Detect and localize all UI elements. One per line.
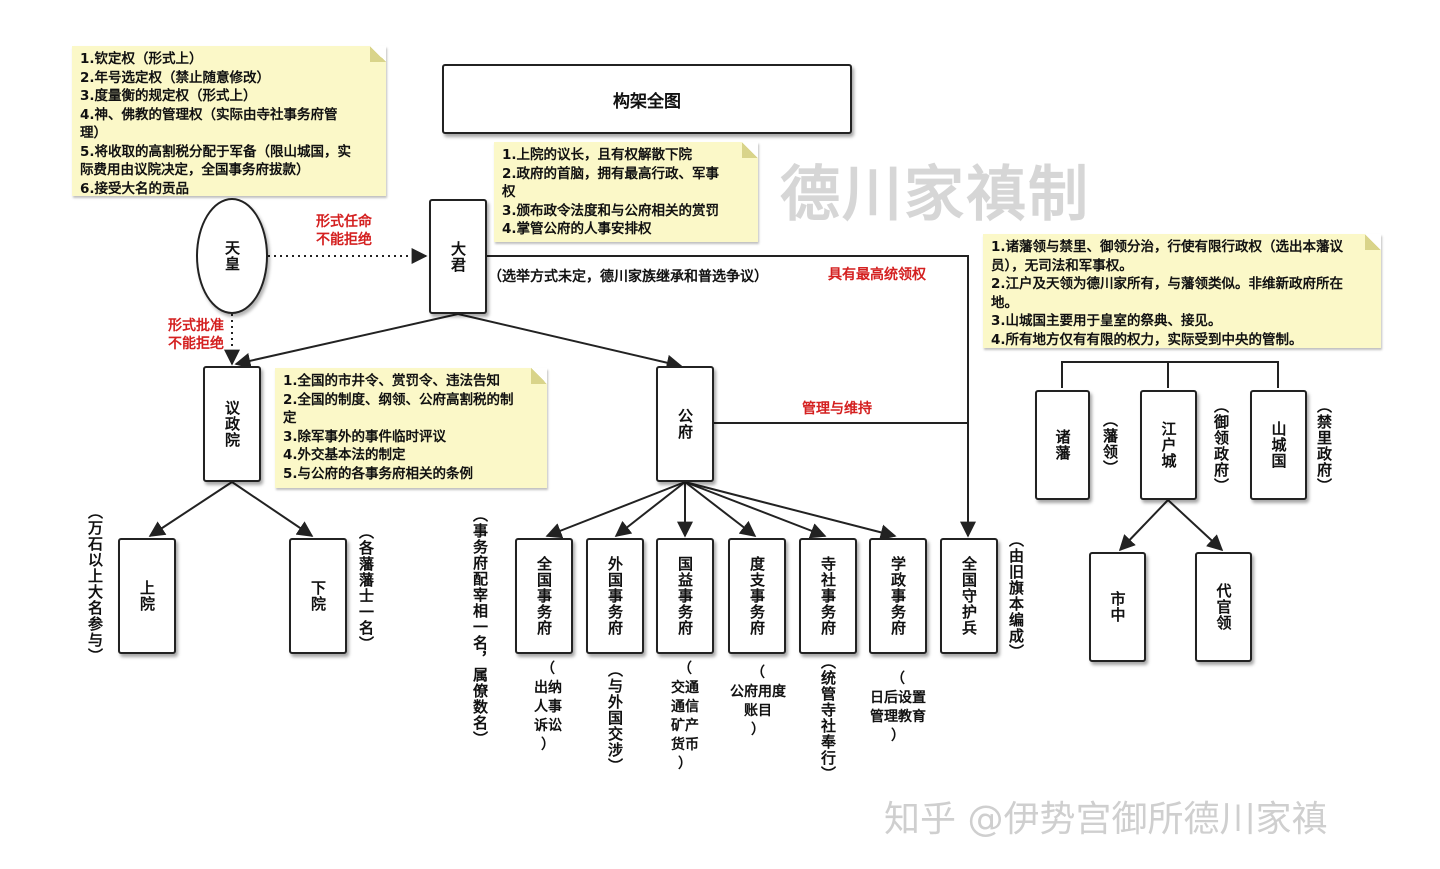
watermark-title: 德川家禛制 bbox=[780, 160, 1090, 230]
edge-taikun-kofu bbox=[457, 313, 683, 371]
node-kain: 下院 bbox=[289, 538, 347, 654]
note-shugohei: （由旧旗本编成） bbox=[1007, 532, 1025, 660]
node-gaikoku-jimu: 外国事务府 bbox=[586, 538, 644, 654]
node-kokueki-jimu: 国益事务府 bbox=[656, 538, 714, 654]
label-tenno-giseiin: 形式批准不能拒绝 bbox=[168, 318, 224, 352]
note-edojo: （御领政府） bbox=[1212, 398, 1230, 494]
note-gakusei: （日后设置管理教育） bbox=[870, 671, 926, 744]
edge-taikun-shugohei bbox=[486, 255, 976, 538]
note-yamashiro: （禁里政府） bbox=[1315, 398, 1333, 494]
edge-edojo-daikan bbox=[1167, 499, 1224, 552]
note-jisha: （统管寺社奉行） bbox=[819, 654, 837, 782]
node-shichu: 市中 bbox=[1089, 552, 1146, 662]
note-zenkoku: （出纳人事诉讼） bbox=[534, 661, 562, 753]
edge-edojo-shichu bbox=[1118, 499, 1169, 552]
edge-local-bracket bbox=[1061, 361, 1279, 388]
note-jimu: （事务府配宰相一名，属僚数名） bbox=[471, 507, 489, 747]
edge-kofu-zenkoku bbox=[545, 481, 686, 539]
node-doshi-jimu: 度支事务府 bbox=[728, 538, 786, 654]
node-yamashiro: 山城国 bbox=[1250, 390, 1307, 500]
note-gaikoku: （与外国交涉） bbox=[606, 662, 624, 774]
note-join: （万石以上大名参与） bbox=[86, 504, 104, 664]
node-shugohei: 全国守护兵 bbox=[940, 538, 998, 654]
node-zenkoku-jimu: 全国事务府 bbox=[515, 538, 573, 654]
node-taikun: 大君 bbox=[429, 199, 487, 314]
node-kofu: 公府 bbox=[656, 366, 714, 482]
node-edojo: 江户城 bbox=[1140, 390, 1197, 500]
node-giseiin: 议政院 bbox=[203, 366, 261, 482]
node-join: 上院 bbox=[118, 538, 176, 654]
note-shohan: （藩领） bbox=[1101, 412, 1119, 476]
edge-giseiin-kain bbox=[231, 481, 314, 537]
node-gakusei-jimu: 学政事务府 bbox=[869, 538, 927, 654]
label-tenno-taikun: 形式任命不能拒绝 bbox=[316, 214, 372, 248]
node-daikan: 代官领 bbox=[1195, 552, 1252, 662]
note-kain: （各藩藩士一名） bbox=[357, 524, 375, 652]
edge-kofu-gaikoku bbox=[614, 481, 686, 537]
edge-kofu-gakusei bbox=[684, 481, 897, 541]
edge-taikun-giseiin bbox=[234, 313, 459, 369]
watermark-credit: 知乎 @伊势宫御所德川家禛 bbox=[884, 799, 1328, 840]
edge-kofu-jisha bbox=[684, 481, 827, 539]
title-box: 构架全图 bbox=[442, 64, 852, 134]
node-tenno: 天皇 bbox=[196, 198, 268, 314]
taikun-selection-note: （选举方式未定，德川家族继承和普选争议） bbox=[488, 269, 768, 285]
node-shohan: 诸藩 bbox=[1035, 390, 1090, 500]
node-jisha-jimu: 寺社事务府 bbox=[799, 538, 857, 654]
edge-kofu-doshi bbox=[684, 481, 757, 537]
note-tenno: 1.钦定权（形式上）2.年号选定权（禁止随意修改）3.度量衡的规定权（形式上）4… bbox=[72, 46, 386, 197]
edge-giseiin-join bbox=[148, 481, 233, 537]
page-title: 构架全图 bbox=[613, 91, 681, 112]
note-doshi: （公府用度账目） bbox=[730, 665, 786, 738]
note-local: 1.诸藩领与禁里、御领分治，行使有限行政权（选出本藩议员），无司法和军事权。2.… bbox=[983, 234, 1381, 348]
note-kokueki: （交通通信矿产货币） bbox=[671, 661, 699, 772]
label-taikun-right: 具有最高统领权 bbox=[828, 267, 926, 283]
label-kofu-right: 管理与维持 bbox=[802, 401, 872, 417]
